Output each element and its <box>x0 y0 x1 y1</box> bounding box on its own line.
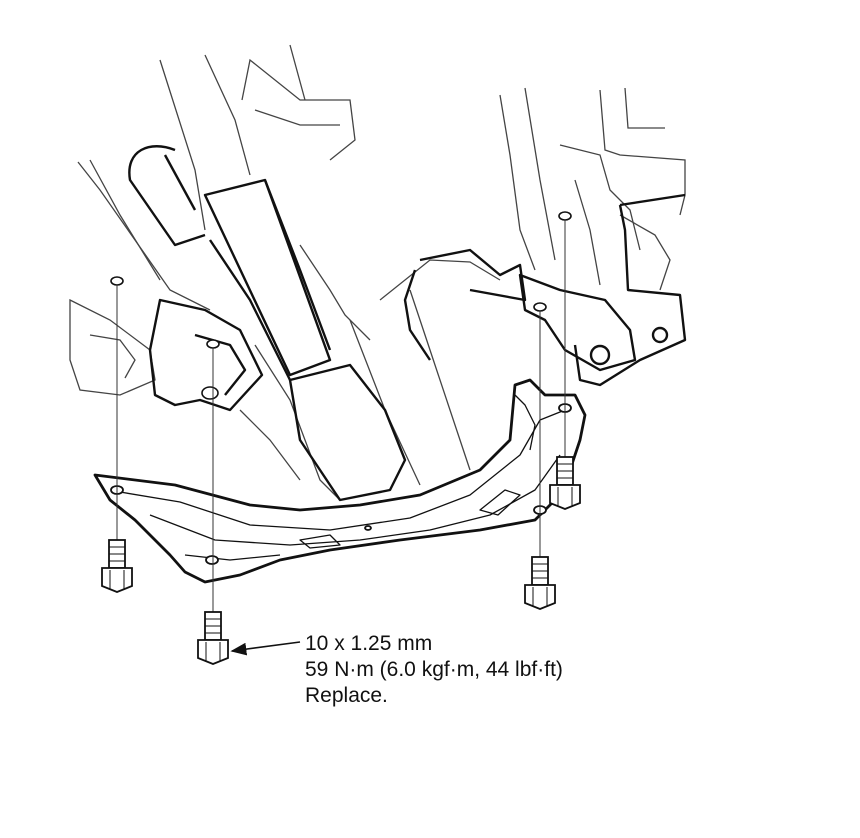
bolt-front-left <box>101 539 133 593</box>
bolt-front-right <box>524 556 556 610</box>
callout-arrow <box>230 641 301 656</box>
subframe-bolt-holes <box>110 403 572 565</box>
torque-spec-label: 59 N·m (6.0 kgf·m, 44 lbf·ft) <box>305 658 563 681</box>
alignment-lines <box>116 220 566 612</box>
replace-note-label: Replace. <box>305 684 388 707</box>
background-structure <box>69 44 686 501</box>
bolt-size-label: 10 x 1.25 mm <box>305 632 433 655</box>
bolt-rear-right <box>549 456 581 510</box>
subframe-crossmember <box>93 378 587 584</box>
bolt-rear-left <box>197 611 229 665</box>
